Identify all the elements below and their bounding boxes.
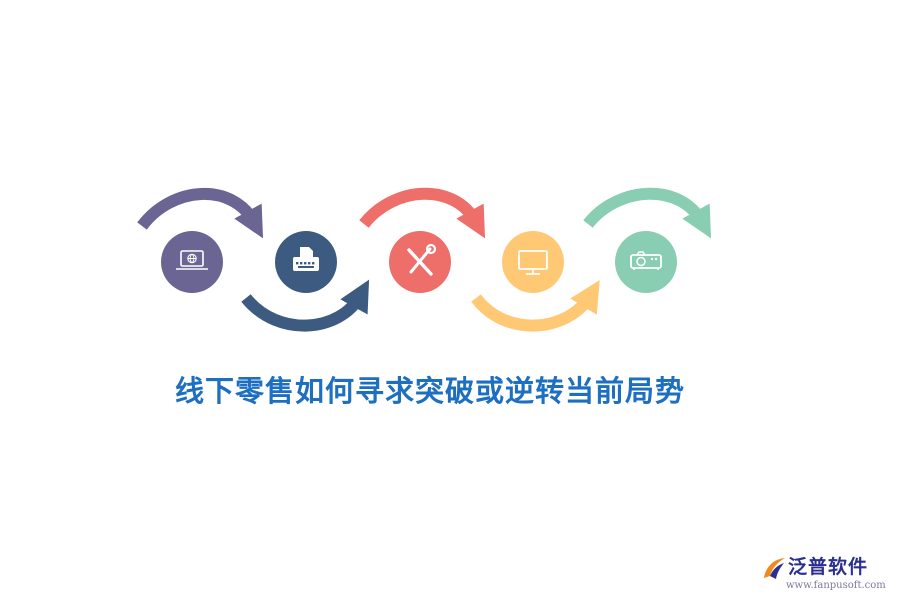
arrow-step-5 <box>583 187 712 239</box>
typewriter-icon <box>293 247 319 271</box>
headline: 线下零售如何寻求突破或逆转当前局势 <box>174 374 685 408</box>
step-5 <box>615 231 677 293</box>
brand-logo: 泛普软件 www.fanpusoft.com <box>760 551 892 597</box>
step-1 <box>161 231 223 293</box>
tools-icon <box>407 243 437 276</box>
arrow-step-1 <box>137 187 264 239</box>
step-2 <box>275 231 337 293</box>
brand-name: 泛普软件 <box>788 556 869 578</box>
step-5-circle <box>615 231 677 293</box>
arrow-step-3 <box>359 187 486 239</box>
step-3 <box>389 231 451 293</box>
monitor-icon <box>518 250 548 275</box>
projector-icon <box>630 251 662 270</box>
laptop-icon <box>176 250 208 270</box>
brand-mark-icon <box>764 558 785 579</box>
arrow-step-2 <box>241 279 370 332</box>
step-4-circle <box>502 231 564 293</box>
brand-url: www.fanpusoft.com <box>786 580 886 591</box>
step-4 <box>502 231 564 293</box>
step-1-circle <box>161 231 223 293</box>
arrow-step-4 <box>471 280 600 332</box>
